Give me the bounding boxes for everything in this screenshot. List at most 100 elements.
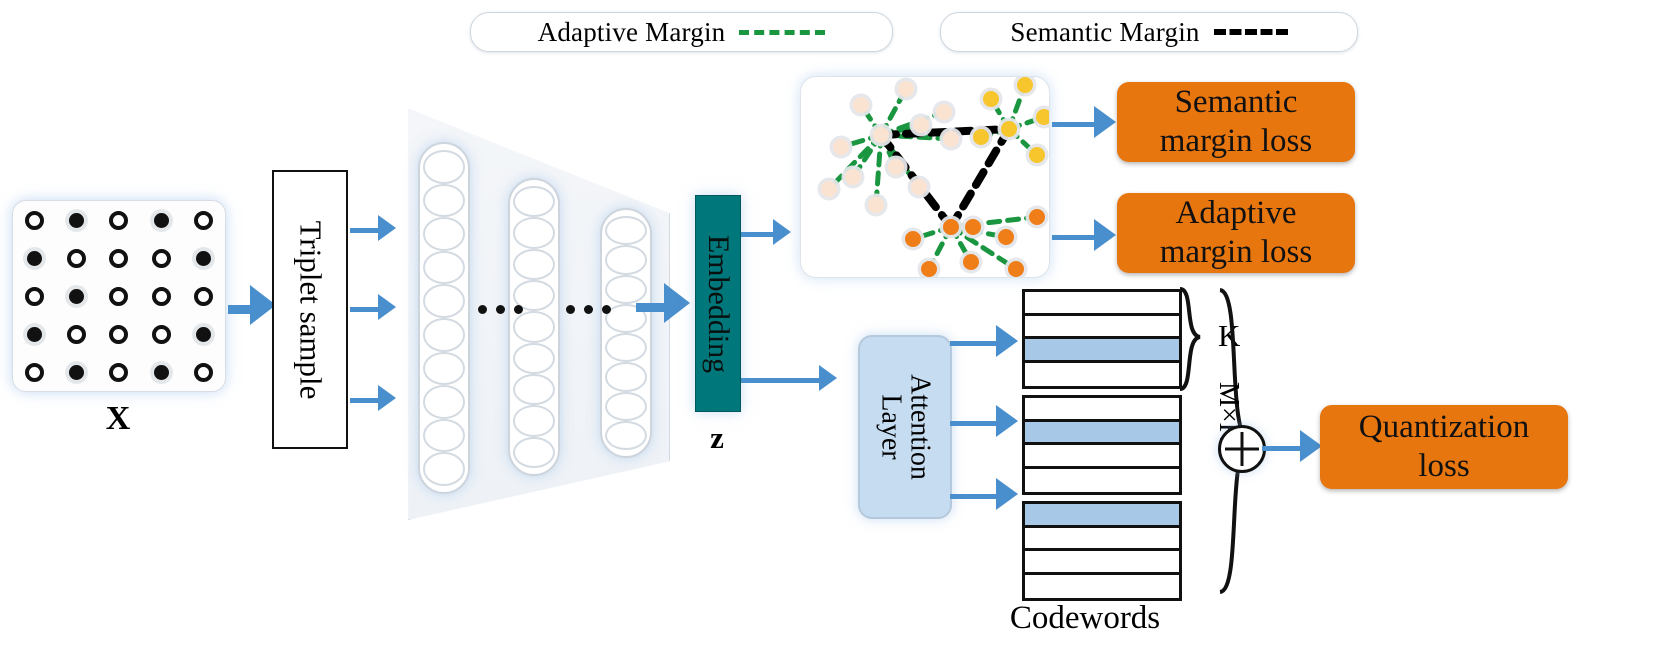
scatter-point-yellow xyxy=(1001,121,1017,137)
codebook-block-3 xyxy=(1022,501,1182,601)
arrow-net-to-embedding xyxy=(636,303,666,312)
matrix-dot-1-2 xyxy=(109,248,129,268)
neuron xyxy=(423,284,465,318)
neuron xyxy=(513,342,555,374)
embedding-space-scatter xyxy=(800,76,1050,278)
scatter-point-peach xyxy=(936,104,952,120)
scatter-point-peach xyxy=(913,117,929,133)
arrow-triplet-to-net-3-head xyxy=(378,385,396,411)
matrix-dot-4-1 xyxy=(69,364,85,380)
adaptive-loss-line1: Adaptive xyxy=(1175,195,1297,232)
arrow-sum-to-quantization-loss-head xyxy=(1300,430,1322,462)
codebook-row xyxy=(1025,574,1179,598)
neuron xyxy=(605,420,647,450)
matrix-dot-2-1 xyxy=(69,288,85,304)
matrix-dot-0-1 xyxy=(69,212,85,228)
scatter-point-yellow xyxy=(1017,77,1033,93)
adaptive-loss-line2: margin loss xyxy=(1159,234,1313,270)
embedding-caption: z xyxy=(710,420,724,455)
codebook-row xyxy=(1025,292,1179,316)
matrix-dot-2-3 xyxy=(151,286,171,306)
arrow-input-to-triplet-head xyxy=(250,285,276,325)
scatter-point-peach xyxy=(845,169,861,185)
embedding-label: Embedding xyxy=(701,234,735,373)
scatter-point-yellow xyxy=(1036,109,1049,125)
codebook-row xyxy=(1025,527,1179,551)
neuron xyxy=(423,418,465,453)
codebook-row xyxy=(1025,504,1179,528)
semantic-loss-line2: margin loss xyxy=(1159,123,1313,159)
codebook-row xyxy=(1025,315,1179,339)
matrix-dot-3-3 xyxy=(151,324,171,344)
matrix-dot-0-2 xyxy=(109,210,129,230)
matrix-dot-4-0 xyxy=(24,362,44,382)
neuron xyxy=(513,248,555,280)
scatter-point-orange xyxy=(1029,209,1045,225)
scatter-point-orange xyxy=(905,231,921,247)
arrow-scatter-to-adaptive-loss-head xyxy=(1094,219,1116,251)
scatter-point-peach xyxy=(873,127,889,143)
arrow-attention-to-codebook-2-head xyxy=(996,405,1018,437)
matrix-dot-1-0 xyxy=(26,250,42,266)
scatter-point-yellow xyxy=(983,91,999,107)
neuron xyxy=(513,186,555,218)
matrix-dot-4-3 xyxy=(153,364,169,380)
neuron xyxy=(605,333,647,363)
adaptive-margin-dash-icon xyxy=(739,29,826,35)
arrow-attention-to-codebook-2 xyxy=(950,421,1000,426)
arrow-attention-to-codebook-3 xyxy=(950,494,1000,499)
quantization-loss-line1: Quantization xyxy=(1358,409,1530,446)
legend-semantic-margin-label: Semantic Margin xyxy=(1010,16,1200,47)
neuron xyxy=(513,279,555,312)
matrix-dot-0-4 xyxy=(194,210,214,230)
semantic-margin-loss-box: Semantic margin loss xyxy=(1117,82,1355,162)
quantization-loss-box: Quantization loss xyxy=(1320,405,1568,489)
scatter-point-orange xyxy=(998,229,1014,245)
scatter-point-yellow xyxy=(1029,147,1045,163)
neuron xyxy=(423,183,465,218)
semantic-margin-dash-icon xyxy=(1213,29,1288,35)
matrix-dot-1-1 xyxy=(67,248,87,268)
matrix-dot-3-0 xyxy=(26,326,42,342)
neuron xyxy=(513,217,555,249)
matrix-dot-3-1 xyxy=(67,324,87,344)
arrow-embedding-to-attention-head xyxy=(819,365,837,391)
neuron xyxy=(605,245,647,275)
matrix-dot-3-4 xyxy=(196,326,212,342)
arrow-attention-to-codebook-3-head xyxy=(996,478,1018,510)
neuron xyxy=(513,436,555,468)
scatter-point-orange xyxy=(965,219,981,235)
arrow-attention-to-codebook-1 xyxy=(950,341,1000,346)
matrix-dot-1-4 xyxy=(196,250,212,266)
arrow-triplet-to-net-1-head xyxy=(378,215,396,241)
margin-lines xyxy=(826,82,1047,272)
codebook-row xyxy=(1025,445,1179,469)
codebook-row xyxy=(1025,421,1179,445)
neuron xyxy=(605,391,647,421)
matrix-dot-0-0 xyxy=(24,210,44,230)
scatter-point-peach xyxy=(888,159,904,175)
matrix-dot-4-2 xyxy=(109,362,129,382)
codebook-row xyxy=(1025,551,1179,575)
scatter-point-orange xyxy=(1008,261,1024,277)
adaptive-margin-loss-box: Adaptive margin loss xyxy=(1117,193,1355,273)
arrow-scatter-to-semantic-loss-head xyxy=(1094,106,1116,138)
scatter-point-orange xyxy=(921,261,937,277)
arrow-embedding-to-attention xyxy=(741,378,821,383)
embedding-bar: Embedding xyxy=(695,195,741,412)
triplet-sample-label: Triplet sample xyxy=(293,220,329,399)
matrix-dot-2-2 xyxy=(109,286,129,306)
scatter-point-peach xyxy=(833,139,849,155)
neuron xyxy=(513,405,555,437)
neuron-column-1 xyxy=(418,142,470,494)
neuron xyxy=(605,274,647,304)
codebook-row xyxy=(1025,468,1179,492)
scatter-point-yellow xyxy=(973,129,989,145)
ellipsis-1-icon xyxy=(478,305,523,314)
legend-adaptive-margin-label: Adaptive Margin xyxy=(537,16,726,47)
codebook-row xyxy=(1025,398,1179,422)
matrix-dot-2-4 xyxy=(194,286,214,306)
matrix-dot-0-3 xyxy=(153,212,169,228)
